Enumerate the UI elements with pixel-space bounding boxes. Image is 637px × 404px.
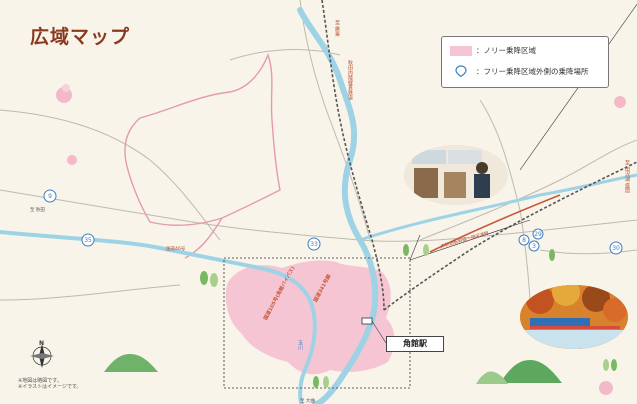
route-marker[interactable]: 29 (532, 228, 544, 240)
legend-row-outside-stop: ：フリー乗降区域外側の乗降場所 (450, 65, 589, 77)
route-marker[interactable]: 8 (518, 234, 530, 246)
compass-label: N (39, 340, 45, 347)
map-pin-icon (455, 65, 467, 77)
route-markers-group: 9 35 33 8 29 3 30 (43, 189, 623, 255)
free-zone-swatch (450, 45, 472, 56)
station-callout[interactable]: 角館駅 (386, 336, 444, 352)
svg-text:29: 29 (534, 231, 542, 238)
zoom-area-box (223, 257, 411, 389)
svg-text:30: 30 (612, 245, 620, 252)
road-label-46: 国道46号 (166, 247, 186, 252)
akita-nairiku-railway (321, 0, 385, 311)
svg-text:35: 35 (84, 237, 92, 244)
legend-free-zone-label: ：ノリー乗降区域 (476, 46, 536, 55)
legend-outside-stop-label: ：フリー乗降区域外側の乗降場所 (476, 66, 589, 76)
main-river (297, 7, 379, 404)
bus-interior-illustration (404, 145, 508, 205)
place-label-omagari: 至 大曲 (300, 399, 315, 404)
note-line: ※地図は略図です。 (18, 378, 62, 384)
route-marker[interactable]: 9 (43, 189, 57, 203)
sakura-flowers (56, 84, 626, 395)
leader-line-photo-2 (409, 234, 421, 261)
route-extension (184, 217, 223, 259)
svg-text:9: 9 (48, 193, 52, 200)
minor-roads (0, 0, 637, 301)
route-marker[interactable]: 30 (609, 241, 623, 255)
railway-label-akita-nairiku: 秋田内陸縦貫鉄道 (347, 60, 353, 100)
leader-line-station (369, 317, 387, 344)
river-label-tamagawa: 玉川 (297, 340, 303, 350)
hills (104, 354, 562, 384)
route-marker[interactable]: 35 (81, 233, 95, 247)
svg-text:33: 33 (310, 241, 318, 248)
autumn-train-illustration (520, 285, 628, 349)
national-46-road (429, 194, 561, 253)
note-text: ※地図は略図です。 ※イラストはイメージです。 (18, 378, 82, 390)
svg-text:8: 8 (522, 237, 526, 244)
east-river (359, 173, 637, 242)
note-line: ※イラストはイメージです。 (18, 384, 82, 390)
place-label-takanosu: 至 鷹巣 (334, 20, 340, 37)
place-label-akita: 至 秋田 (30, 208, 45, 213)
station-marker (361, 317, 373, 325)
free-zone-area (225, 260, 395, 375)
legend-box: ：ノリー乗降区域 ：フリー乗降区域外側の乗降場所 (441, 36, 609, 88)
place-label-tazawako: 至 田沢湖 盛岡 (624, 160, 630, 194)
legend-row-free-zone: ：ノリー乗降区域 (450, 45, 536, 56)
trees (200, 244, 617, 388)
page-title: 広域マップ (30, 26, 131, 48)
jr-railway (383, 161, 637, 311)
route-boundary-line (124, 53, 281, 226)
route-marker[interactable]: 33 (307, 237, 321, 251)
tamagawa-river (0, 230, 317, 404)
compass (30, 344, 54, 368)
route-marker[interactable]: 3 (528, 240, 540, 252)
leader-line-photo (409, 219, 531, 261)
svg-text:3: 3 (532, 243, 536, 250)
